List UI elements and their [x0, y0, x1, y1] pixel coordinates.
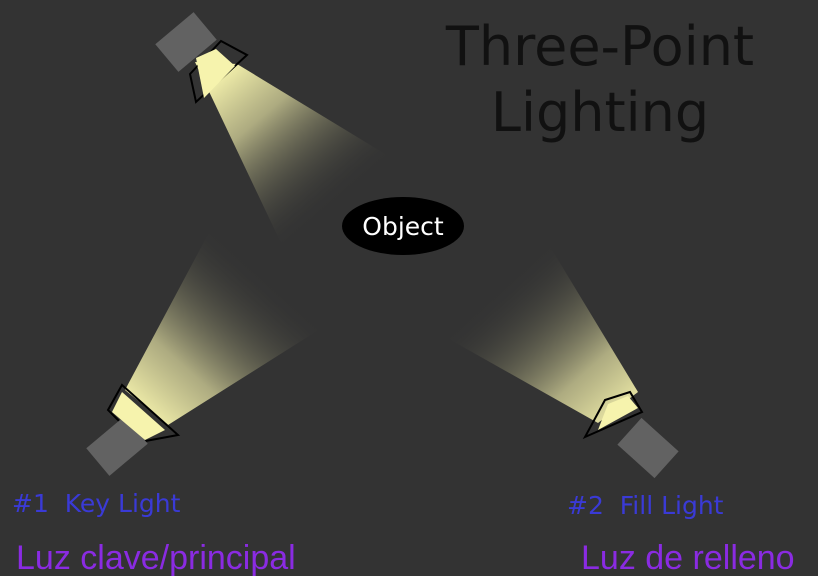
key-light-spanish-label: Luz clave/principal — [16, 539, 296, 576]
title-line-2: Lighting — [490, 81, 710, 144]
fill-light-lens — [598, 396, 638, 430]
spotlight-icon — [617, 417, 679, 479]
back-light-lens — [196, 49, 235, 98]
object-subject: Object — [342, 197, 464, 255]
spotlight-icon — [86, 416, 148, 476]
object-label: Object — [362, 212, 444, 241]
key-light-english-label: #1 Key Light — [12, 489, 181, 518]
fill-light — [433, 230, 679, 479]
title-line-1: Three-Point — [445, 15, 755, 78]
key-light — [86, 225, 328, 476]
object-ellipse — [342, 197, 464, 255]
fill-light-english-label: #2 Fill Light — [567, 491, 724, 520]
back-light — [155, 12, 395, 262]
fill-light-spanish-label: Luz de relleno — [581, 539, 795, 576]
key-light-beam — [125, 225, 328, 425]
fill-light-beam — [433, 230, 638, 423]
fill-light-barn-doors — [582, 390, 644, 440]
back-light-beam — [195, 62, 395, 262]
spotlight-icon — [155, 12, 217, 72]
key-light-lens — [112, 392, 165, 440]
